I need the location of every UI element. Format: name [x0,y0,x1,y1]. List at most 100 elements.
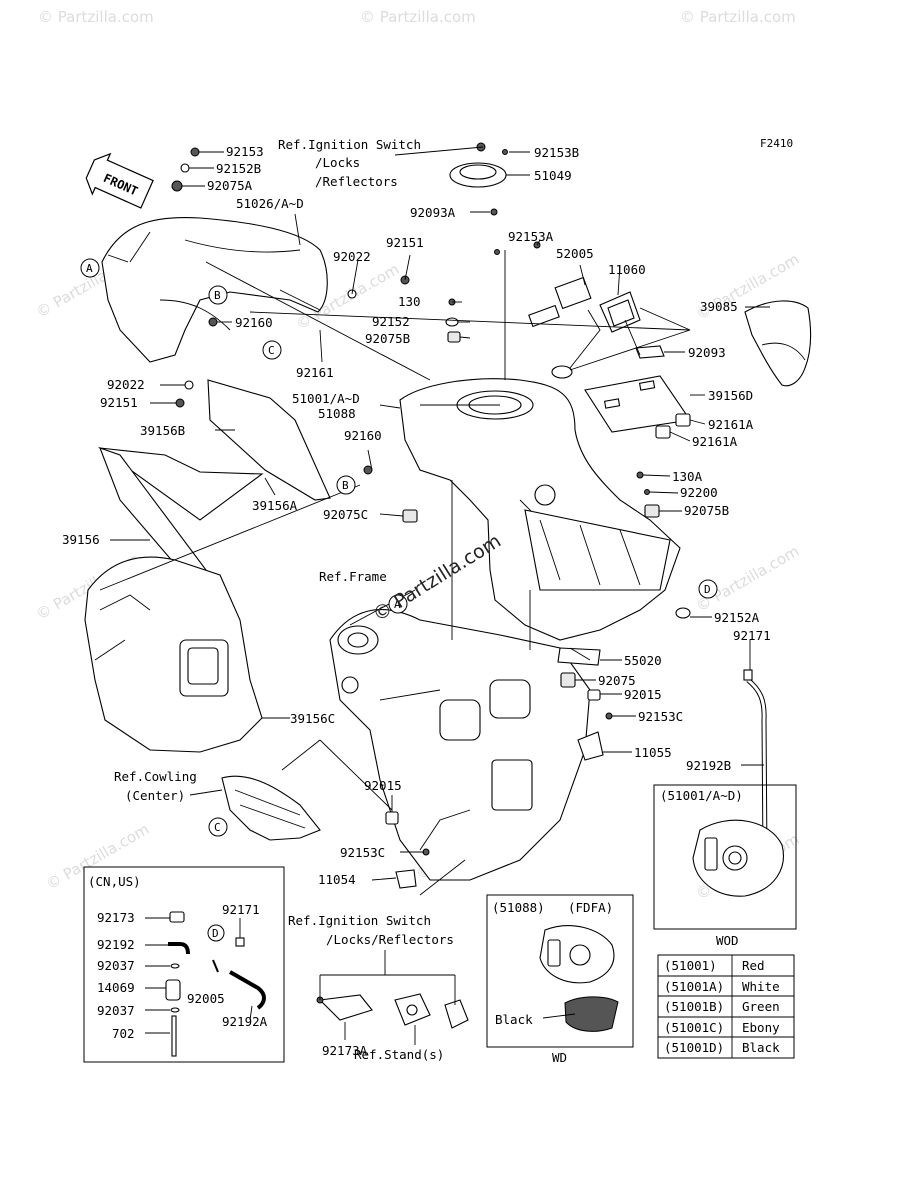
reference-labels: Ref.Ignition Switch /Locks /Reflectors R… [114,137,454,1062]
watermark: © Partzilla.com [38,8,154,26]
damper-92161A [655,413,691,439]
part-label: 14069 [97,980,135,995]
part-label: 92171 [733,628,771,643]
color-code: (51001A) [664,979,724,994]
part-label: 11060 [608,262,646,277]
part-label: 92192 [97,937,135,952]
panel-39156B [97,447,264,521]
part-label: 92151 [100,395,138,410]
inset-code: (51088) [492,900,545,915]
color-name: Green [742,999,780,1014]
ref-label: Ref.Cowling [114,769,197,784]
color-code: (51001D) [664,1040,724,1055]
svg-text:D: D [212,927,219,940]
part-label: 92093A [410,205,456,220]
callout-d [698,579,718,599]
color-table: (51001) Red (51001A) White (51001B) Gree… [657,954,795,1059]
svg-text:D: D [704,583,711,596]
svg-text:A: A [394,598,401,611]
part-label: 92160 [235,315,273,330]
part-label: 52005 [556,246,594,261]
inset-title: (CN,US) [88,874,141,889]
ref-label: (Center) [125,788,185,803]
part-label: 92161 [296,365,334,380]
gasket-11060 [599,291,641,333]
color-code: (51001) [664,958,717,973]
plate-92093 [635,345,665,359]
inset-caption: WD [552,1050,567,1065]
cowling-center [221,775,321,841]
part-label: 51001/A~D [292,391,360,406]
part-label: 92005 [187,991,225,1006]
part-label: 11055 [634,745,672,760]
part-label: 92152 [372,314,410,329]
watermark: © Partzilla.com [360,8,476,26]
callout-b [208,285,228,305]
ref-label: Ref.Stand(s) [354,1047,444,1062]
callout-a [80,258,100,278]
svg-text:B: B [214,289,221,302]
part-label: 92152A [714,610,760,625]
part-label: 92075B [684,503,729,518]
frame [329,609,591,881]
ref-label: /Locks/Reflectors [326,932,454,947]
part-label: 92015 [364,778,402,793]
ref-label: Ref.Ignition Switch [278,137,421,152]
part-labels: 92153 92152B 92075A 51026/A~D 92022 9215… [62,144,771,1058]
filler-cap-51049 [449,142,508,216]
part-label: 92171 [222,902,260,917]
svg-text:C: C [214,821,221,834]
part-label: 92022 [333,249,371,264]
front-arrow: FRONT [85,152,154,209]
part-label: 92093 [688,345,726,360]
part-label: 39156A [252,498,298,513]
svg-text:A: A [86,262,93,275]
part-label: 39156C [290,711,335,726]
part-label: 92075B [365,331,410,346]
hardware [171,147,691,889]
callouts: A B C B D A C [80,258,718,837]
fuel-pump-52005 [528,276,601,379]
callout-b [336,475,356,495]
inset-region: (FDFA) [568,900,613,915]
part-label: 92173A [322,1043,368,1058]
part-label: 51049 [534,168,572,183]
part-label: 39156 [62,532,100,547]
watermark: © Partzilla.com [680,8,796,26]
ref-label: Ref.Frame [319,569,387,584]
part-label: 92192B [686,758,731,773]
watermark-center: © Partzilla.com [369,530,505,626]
part-label: 92153C [638,709,683,724]
part-label: 130A [672,469,703,484]
inset-code: (51001/A~D) [660,788,743,803]
part-label: 92161A [692,434,738,449]
part-label: 92153 [226,144,264,159]
undercover-39156C [84,556,263,753]
ignition-bracket-parts [316,993,469,1029]
part-label: 92037 [97,1003,135,1018]
color-code: (51001C) [664,1020,724,1035]
ref-label: /Locks [315,155,360,170]
watermark: © Partzilla.com [693,542,802,615]
part-label: 51088 [318,406,356,421]
leader-lines [99,146,770,1045]
part-label: 92075C [323,507,368,522]
part-label: 92153C [340,845,385,860]
svg-text:B: B [342,479,349,492]
part-label: 92151 [386,235,424,250]
inset-cnus: (CN,US) 92173 92192 92037 14069 92037 70… [83,866,285,1063]
part-label: 92161A [708,417,754,432]
color-name: Red [742,958,765,973]
callout-c [208,817,228,837]
part-label: 39156D [708,388,753,403]
panel-39156A [207,379,331,501]
part-label: 92153A [508,229,554,244]
part-label: 130 [398,294,421,309]
ref-label: Ref.Ignition Switch [288,913,431,928]
color-name: White [742,979,780,994]
part-label: 92173 [97,910,135,925]
part-label: 702 [112,1026,135,1041]
part-label: 92022 [107,377,145,392]
part-label: 51026/A~D [236,196,304,211]
